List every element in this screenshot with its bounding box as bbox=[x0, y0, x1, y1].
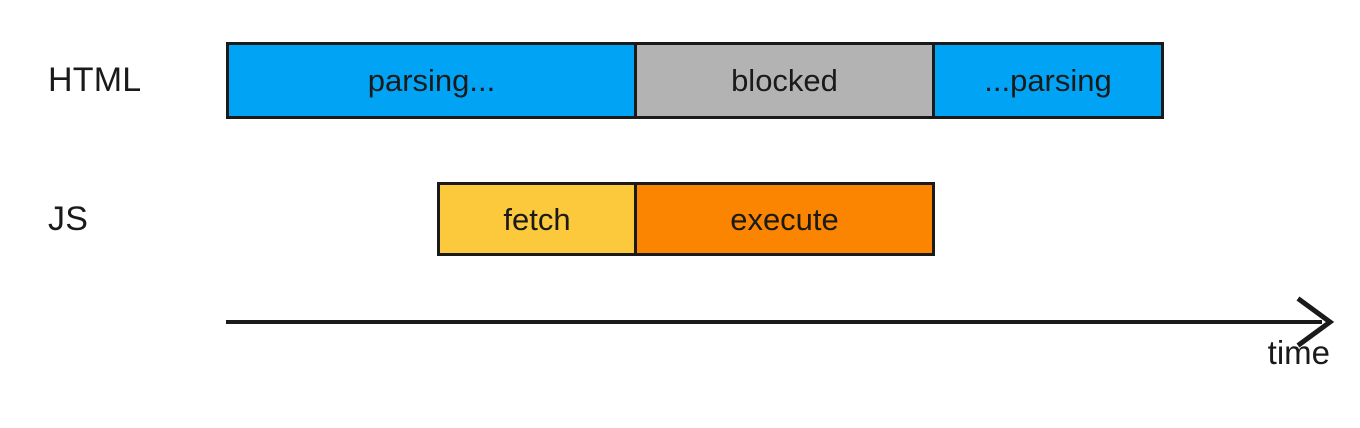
segment-js-fetch: fetch bbox=[437, 182, 637, 256]
segment-html-parsing-resume: ...parsing bbox=[932, 42, 1164, 119]
segment-html-parsing-start: parsing... bbox=[226, 42, 637, 119]
row-label-js: JS bbox=[48, 200, 89, 238]
time-axis-arrow-icon bbox=[226, 296, 1335, 348]
arrow-right-icon bbox=[1296, 296, 1335, 348]
timeline-row-js: fetch execute bbox=[437, 182, 935, 256]
time-axis-label: time bbox=[1267, 334, 1330, 371]
segment-html-blocked: blocked bbox=[634, 42, 935, 119]
timeline-row-html: parsing... blocked ...parsing bbox=[226, 42, 1164, 119]
segment-js-execute: execute bbox=[634, 182, 935, 256]
row-label-html: HTML bbox=[48, 61, 142, 99]
